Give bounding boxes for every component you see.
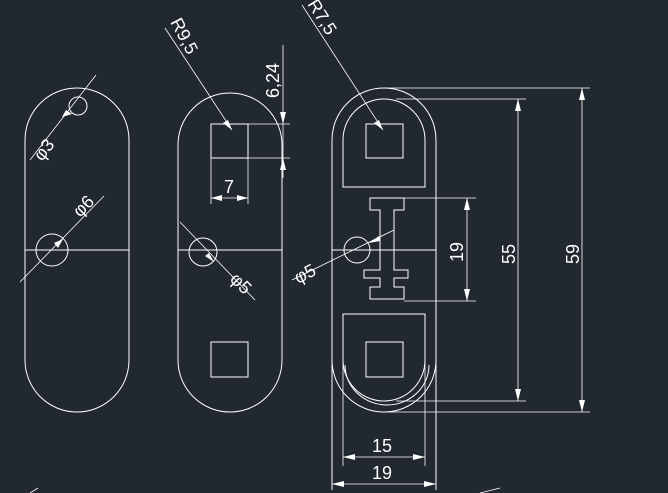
left-view: φ3 φ6 xyxy=(19,74,130,413)
right-55-label: 55 xyxy=(499,244,519,264)
middle-hole-arrow xyxy=(205,253,214,262)
bottom-edge-stroke-right xyxy=(479,487,501,493)
left-large-hole-arrow xyxy=(54,239,63,248)
middle-radius-leader xyxy=(164,27,233,131)
right-59-label: 59 xyxy=(563,244,583,264)
middle-width-arrow-left xyxy=(211,195,222,201)
right-view: φ5 R7,5 19 55 59 15 xyxy=(291,0,590,490)
left-small-hole-arrow xyxy=(62,110,72,117)
left-small-hole-leader xyxy=(29,74,97,161)
bottom-edge-stroke-left xyxy=(29,487,39,493)
middle-hole xyxy=(188,237,218,267)
right-hole-label: φ5 xyxy=(291,260,319,288)
right-center-connector xyxy=(363,197,409,300)
right-19-arrow-right xyxy=(424,481,436,487)
middle-height-arrow-bottom xyxy=(280,158,286,170)
middle-height-arrow-top xyxy=(280,112,286,124)
right-19-label: 19 xyxy=(372,463,392,483)
left-large-hole-leader xyxy=(19,195,105,283)
right-upper-pocket xyxy=(342,98,426,188)
middle-hole-leader xyxy=(179,221,256,301)
right-radius-label: R7,5 xyxy=(304,0,341,38)
right-upper-square xyxy=(365,123,404,159)
right-15-arrow-right xyxy=(413,454,425,460)
left-small-hole-label: φ3 xyxy=(29,135,58,164)
right-lower-square xyxy=(365,341,404,378)
right-15-label: 15 xyxy=(372,436,392,456)
right-59-arrow-bottom xyxy=(579,400,585,412)
middle-top-square xyxy=(210,123,249,159)
middle-radius-label: R9,5 xyxy=(166,14,202,57)
left-large-hole xyxy=(35,233,69,267)
right-19-arrow-left xyxy=(332,481,344,487)
right-inner-arrow-top xyxy=(464,198,470,210)
middle-height-label: 6,24 xyxy=(263,63,283,98)
left-slot-outline xyxy=(24,87,130,413)
right-inner-arrow-bottom xyxy=(464,289,470,301)
right-radius-leader xyxy=(301,4,384,131)
right-15-arrow-left xyxy=(343,454,355,460)
right-hole-arrow xyxy=(369,236,380,243)
middle-width-arrow-right xyxy=(237,195,248,201)
right-59-arrow-top xyxy=(579,88,585,100)
middle-slot-outline xyxy=(177,92,283,413)
middle-radius-arrow xyxy=(223,120,232,130)
right-55-arrow-bottom xyxy=(515,389,521,401)
right-inner-height-label: 19 xyxy=(447,242,467,262)
middle-view: R9,5 6,24 7 φ5 xyxy=(164,14,290,413)
middle-bottom-square xyxy=(210,341,249,378)
middle-width-label: 7 xyxy=(224,177,234,197)
right-55-arrow-top xyxy=(515,99,521,111)
middle-hole-label: φ5 xyxy=(226,269,255,298)
right-radius-arrow xyxy=(374,120,383,130)
left-large-hole-label: φ6 xyxy=(69,191,98,220)
right-lower-pocket xyxy=(342,313,426,402)
left-small-hole xyxy=(68,96,88,116)
right-hole xyxy=(343,236,371,264)
